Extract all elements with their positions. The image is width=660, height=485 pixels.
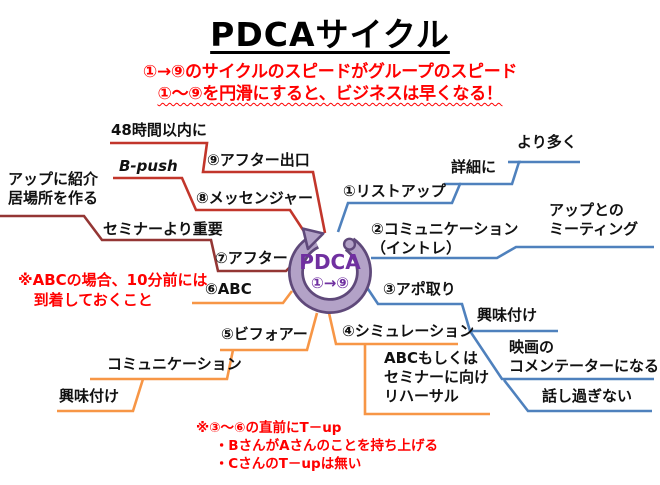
node-list-up: ①リストアップ bbox=[343, 182, 446, 200]
branch-9-connector bbox=[110, 141, 327, 234]
node-appointment: ③アポ取り bbox=[383, 280, 456, 298]
branch-3-connector bbox=[364, 285, 654, 413]
node-interest-right: 興味付け bbox=[477, 306, 538, 324]
node-48-hours: 48時間以内に bbox=[111, 121, 207, 139]
branch-6-connector bbox=[192, 290, 294, 305]
node-messenger: ⑧メッセンジャー bbox=[196, 189, 313, 207]
subtitle-line2: ①～⑨を円滑にすると、ビジネスは早くなる！ bbox=[157, 84, 503, 104]
note-t-up: ※③～⑥の直前にT－up ・BさんがAさんのことを持ち上げる ・CさんのT－up… bbox=[196, 420, 439, 472]
node-more: より多く bbox=[517, 133, 577, 151]
branch-4-connector bbox=[327, 312, 490, 416]
node-after-exit: ⑨アフター出口 bbox=[207, 151, 310, 169]
branch-8-connector bbox=[113, 176, 311, 240]
node-detail: 詳細に bbox=[451, 158, 497, 176]
page-title: PDCAサイクル bbox=[210, 15, 450, 54]
branch-7-connector bbox=[0, 214, 293, 273]
node-communication-left: コミュニケーション bbox=[107, 355, 242, 373]
node-up-meeting: アップとの ミーティング bbox=[549, 201, 639, 239]
node-seminar-important: セミナーより重要 bbox=[103, 220, 223, 238]
node-simulation: ④シミュレーション bbox=[342, 322, 475, 340]
node-before: ⑤ビフォアー bbox=[221, 325, 308, 343]
subtitle-line1: ①→⑨のサイクルのスピードがグループのスピード bbox=[142, 62, 518, 82]
node-b-push: B-push bbox=[119, 157, 178, 175]
node-interest-left: 興味付け bbox=[59, 387, 120, 405]
node-movie-commentator: 映画の コメンテーターになる bbox=[509, 338, 660, 376]
node-up-intro: アップに紹介 居場所を作る bbox=[8, 170, 99, 208]
node-abc: ⑥ABC bbox=[205, 280, 252, 298]
cycle-arrow-icon bbox=[287, 227, 372, 315]
branch-2-connector bbox=[371, 245, 654, 260]
center-label-pdca: PDCA bbox=[299, 250, 361, 274]
node-communication-intore: ②コミュニケーション （イントレ） bbox=[371, 220, 519, 258]
node-no-overtalk: 話し過ぎない bbox=[542, 387, 633, 405]
branch-5-connector bbox=[57, 312, 319, 413]
branch-1-connector bbox=[336, 160, 580, 233]
note-abc-arrival: ※ABCの場合、10分前には 到着しておくこと bbox=[18, 271, 208, 309]
node-after: ⑦アフター bbox=[215, 249, 288, 267]
node-rehearsal: ABCもしくは セミナーに向け リハーサル bbox=[384, 349, 490, 406]
center-label-range: ①→⑨ bbox=[311, 274, 349, 292]
